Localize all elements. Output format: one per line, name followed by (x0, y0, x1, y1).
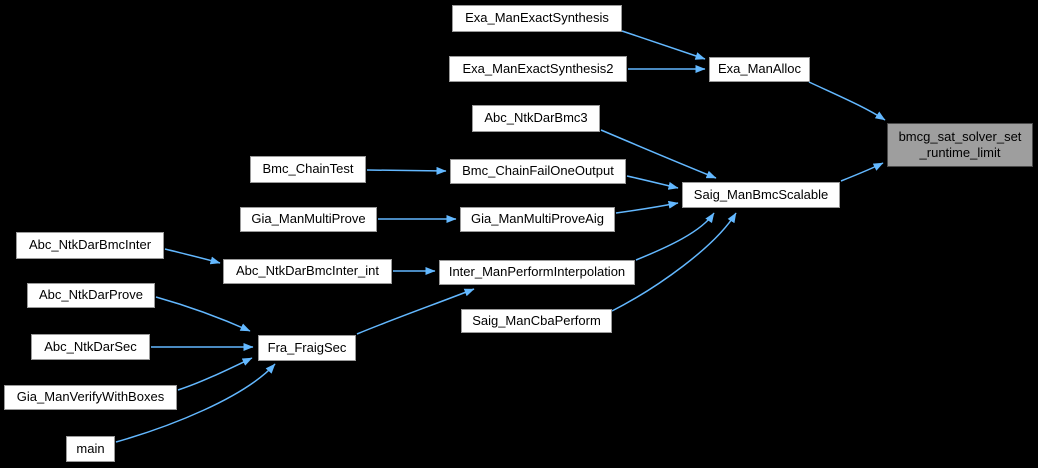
node-saig-man-bmc-scalable[interactable]: Saig_ManBmcScalable (682, 182, 840, 208)
edge-inter-man-perform-interpolation-to-saig-man-bmc-scalable (635, 212, 715, 261)
node-inter-man-perform-interpolation[interactable]: Inter_ManPerformInterpolation (439, 260, 635, 285)
node-saig-man-cba-perform[interactable]: Saig_ManCbaPerform (461, 309, 612, 333)
node-gia-man-verify-with-boxes[interactable]: Gia_ManVerifyWithBoxes (4, 385, 177, 410)
node-exa-man-exact-synthesis[interactable]: Exa_ManExactSynthesis (452, 5, 622, 32)
node-fra-fraig-sec[interactable]: Fra_FraigSec (258, 335, 356, 361)
node-abc-ntk-dar-bmc-inter[interactable]: Abc_NtkDarBmcInter (16, 232, 164, 259)
edge-abc-ntk-dar-bmc-inter-to-abc-ntk-dar-bmc-inter-int (164, 248, 221, 265)
node-bmcg-sat-solver-set-runtime-limit: bmcg_sat_solver_set _runtime_limit (887, 123, 1033, 167)
edge-bmc-chain-test-to-bmc-chain-fail-one-output (366, 166, 447, 175)
node-abc-ntk-dar-bmc3[interactable]: Abc_NtkDarBmc3 (472, 105, 600, 132)
edge-abc-ntk-dar-prove-to-fra-fraig-sec (155, 296, 251, 332)
edge-bmc-chain-fail-one-output-to-saig-man-bmc-scalable (626, 175, 679, 190)
node-bmc-chain-fail-one-output[interactable]: Bmc_ChainFailOneOutput (450, 159, 626, 184)
node-exa-man-exact-synthesis2[interactable]: Exa_ManExactSynthesis2 (449, 56, 627, 82)
node-gia-man-multi-prove[interactable]: Gia_ManMultiProve (240, 207, 377, 232)
edge-saig-man-bmc-scalable-to-bmcg-sat-solver-set-runtime-limit (840, 162, 884, 182)
edge-exa-man-exact-synthesis-to-exa-man-alloc (621, 30, 706, 60)
node-bmc-chain-test[interactable]: Bmc_ChainTest (250, 156, 366, 183)
edge-gia-man-multi-prove-aig-to-saig-man-bmc-scalable (615, 200, 679, 214)
node-abc-ntk-dar-prove[interactable]: Abc_NtkDarProve (27, 283, 155, 308)
node-abc-ntk-dar-bmc-inter-int[interactable]: Abc_NtkDarBmcInter_int (223, 259, 392, 284)
edge-exa-man-alloc-to-bmcg-sat-solver-set-runtime-limit (808, 81, 886, 121)
edge-gia-man-verify-with-boxes-to-fra-fraig-sec (177, 357, 253, 391)
node-gia-man-multi-prove-aig[interactable]: Gia_ManMultiProveAig (460, 207, 615, 232)
node-abc-ntk-dar-sec[interactable]: Abc_NtkDarSec (31, 334, 150, 360)
node-exa-man-alloc[interactable]: Exa_ManAlloc (709, 57, 810, 82)
edge-fra-fraig-sec-to-inter-man-perform-interpolation (356, 288, 475, 335)
node-main[interactable]: main (66, 436, 115, 462)
